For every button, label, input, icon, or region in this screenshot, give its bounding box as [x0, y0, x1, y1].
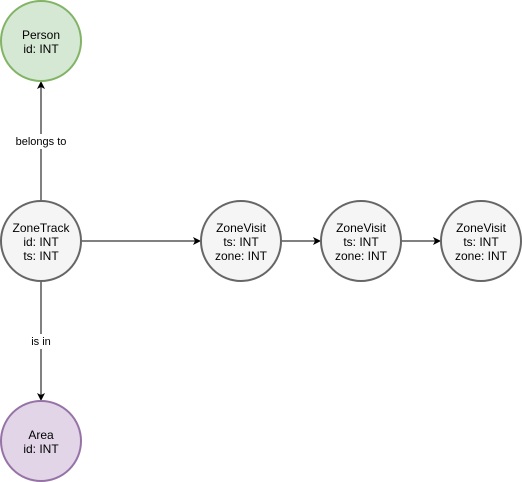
node-zonevisit-3-line-1: ZoneVisit — [456, 221, 506, 235]
node-zonetrack-line-2: id: INT — [23, 235, 59, 249]
node-zonetrack-line-3: ts: INT — [23, 249, 59, 263]
node-zonevisit-1-line-2: ts: INT — [223, 235, 259, 249]
node-zonetrack-circle — [0, 200, 82, 282]
node-zonevisit-2[interactable]: ZoneVisit ts: INT zone: INT — [320, 200, 402, 282]
node-zonevisit-2-line-2: ts: INT — [343, 235, 379, 249]
node-zonevisit-3-line-3: zone: INT — [455, 249, 508, 263]
node-zonevisit-3-circle — [440, 200, 522, 282]
node-zonevisit-1-line-1: ZoneVisit — [216, 221, 266, 235]
edge-label-belongs-to: belongs to — [16, 136, 67, 148]
node-area[interactable]: Area id: INT — [0, 400, 82, 482]
node-zonevisit-3[interactable]: ZoneVisit ts: INT zone: INT — [440, 200, 522, 282]
edge-label-bg — [28, 334, 54, 349]
node-zonevisit-1[interactable]: ZoneVisit ts: INT zone: INT — [200, 200, 282, 282]
node-area-line-2: id: INT — [23, 442, 59, 456]
edge-label-bg — [12, 134, 70, 149]
node-area-circle — [0, 400, 82, 482]
node-area-line-1: Area — [28, 428, 54, 442]
node-zonetrack[interactable]: ZoneTrack id: INT ts: INT — [0, 200, 82, 282]
node-zonevisit-2-line-3: zone: INT — [335, 249, 388, 263]
node-zonevisit-1-circle — [200, 200, 282, 282]
edge-label-is-in: is in — [31, 336, 51, 348]
node-person-line-1: Person — [22, 28, 60, 42]
node-zonevisit-3-line-2: ts: INT — [463, 235, 499, 249]
node-person-line-2: id: INT — [23, 42, 59, 56]
node-person[interactable]: Person id: INT — [0, 0, 82, 82]
node-zonevisit-2-line-1: ZoneVisit — [336, 221, 386, 235]
node-person-circle — [0, 0, 82, 82]
node-zonevisit-2-circle — [320, 200, 402, 282]
node-zonetrack-line-1: ZoneTrack — [13, 221, 71, 235]
node-zonevisit-1-line-3: zone: INT — [215, 249, 268, 263]
